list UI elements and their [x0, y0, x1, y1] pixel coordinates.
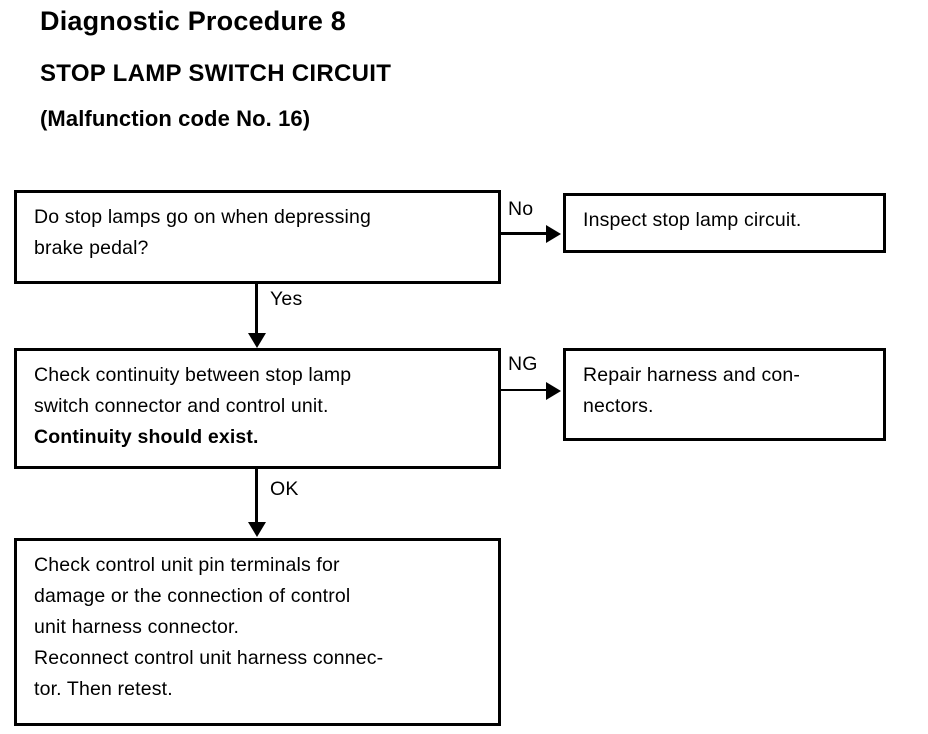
node-text-line: Reconnect control unit harness connec-: [34, 647, 384, 669]
connector-label-yes: Yes: [270, 288, 303, 310]
arrow-down-icon: [248, 522, 266, 537]
node-text-line: switch connector and control unit.: [34, 395, 329, 417]
flowchart-node-check-stop-lamps[interactable]: Do stop lamps go on when depressing brak…: [14, 190, 501, 284]
circuit-subtitle: STOP LAMP SWITCH CIRCUIT: [40, 60, 392, 87]
node-text-line: Inspect stop lamp circuit.: [583, 209, 802, 231]
page-title: Diagnostic Procedure 8: [40, 6, 346, 36]
node-text-line: nectors.: [583, 395, 654, 417]
node-text-line: brake pedal?: [34, 237, 149, 259]
node-text: Do stop lamps go on when depressing brak…: [34, 202, 490, 264]
connector-line-no: [501, 232, 548, 235]
flowchart-node-repair-harness[interactable]: Repair harness and con- nectors.: [563, 348, 886, 441]
node-text-line: Repair harness and con-: [583, 364, 800, 386]
node-text-line: damage or the connection of control: [34, 585, 351, 607]
node-text: Check control unit pin terminals for dam…: [34, 550, 490, 705]
node-text-line-emphasis: Continuity should exist.: [34, 426, 259, 448]
node-text-line: Check continuity between stop lamp: [34, 364, 352, 386]
arrow-right-icon: [546, 225, 561, 243]
arrow-down-icon: [248, 333, 266, 348]
node-text-line: unit harness connector.: [34, 616, 240, 638]
connector-line-ok: [255, 468, 258, 522]
node-text: Repair harness and con- nectors.: [583, 360, 875, 422]
flowchart-node-check-continuity[interactable]: Check continuity between stop lamp switc…: [14, 348, 501, 469]
arrow-right-icon: [546, 382, 561, 400]
flowchart-node-inspect-circuit[interactable]: Inspect stop lamp circuit.: [563, 193, 886, 253]
node-text: Inspect stop lamp circuit.: [583, 205, 875, 236]
node-text-line: Do stop lamps go on when depressing: [34, 206, 371, 228]
malfunction-code-label: (Malfunction code No. 16): [40, 106, 311, 131]
node-text-line: tor. Then retest.: [34, 678, 173, 700]
connector-line-ng: [501, 389, 548, 391]
connector-label-no: No: [508, 198, 534, 220]
connector-label-ok: OK: [270, 478, 299, 500]
flowchart-node-check-pin-terminals[interactable]: Check control unit pin terminals for dam…: [14, 538, 501, 726]
connector-label-ng: NG: [508, 353, 538, 375]
node-text-line: Check control unit pin terminals for: [34, 554, 340, 576]
node-text: Check continuity between stop lamp switc…: [34, 360, 490, 453]
connector-line-yes: [255, 283, 258, 335]
